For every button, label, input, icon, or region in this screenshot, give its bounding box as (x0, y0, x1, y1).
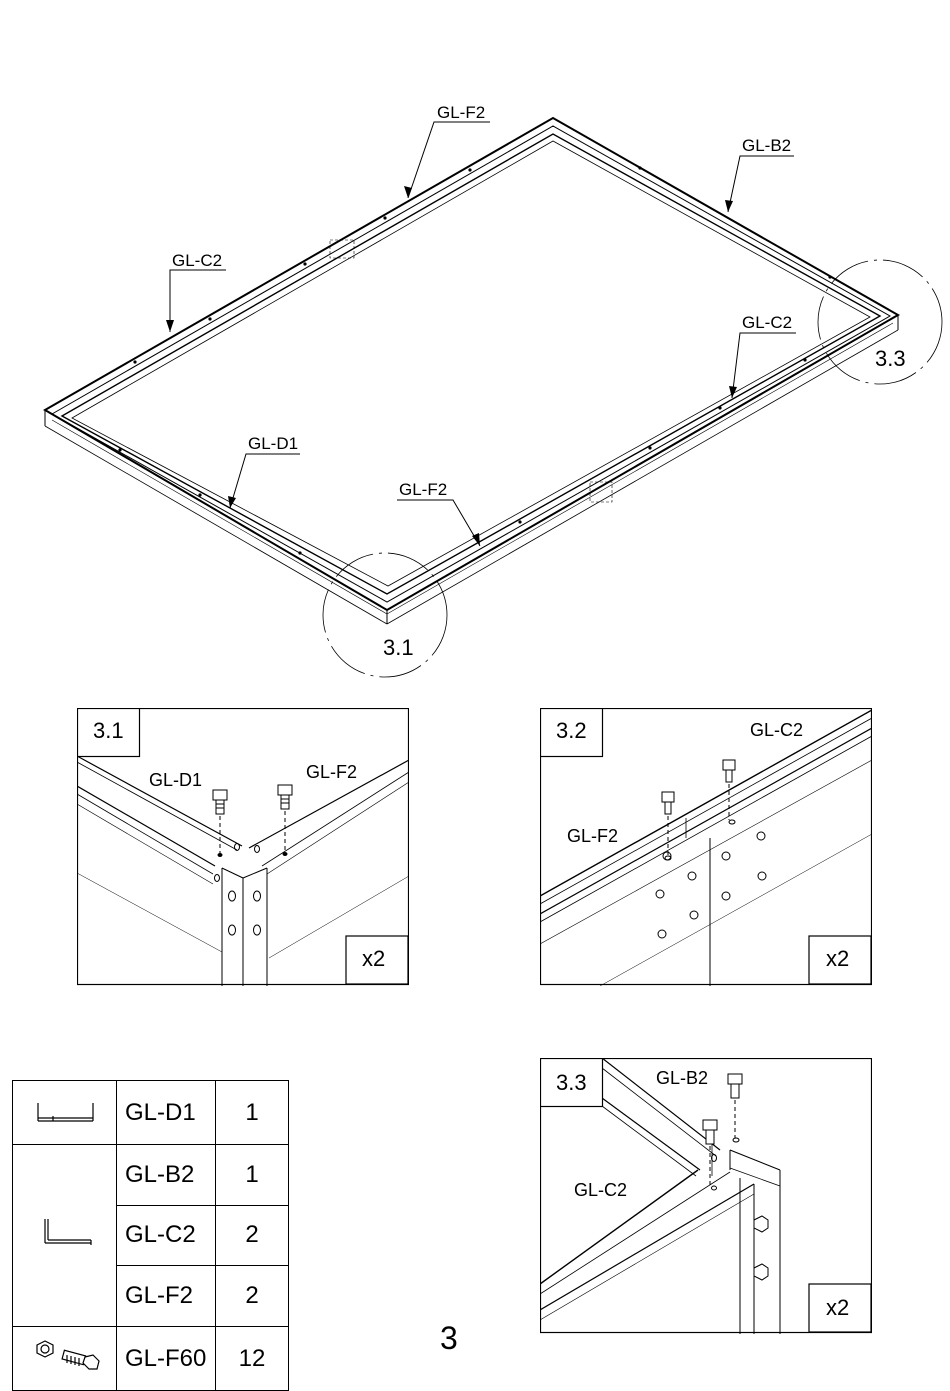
callout-arrowheads (166, 186, 737, 546)
overview-frame-drawing: GL-F2 GL-B2 GL-C2 GL-C2 GL-D1 GL-F2 3.1 … (0, 0, 950, 700)
detail-panel-3-1 (77, 708, 409, 986)
callout-leaders (170, 122, 796, 546)
detail-3-2-label-gl-c2: GL-C2 (750, 720, 803, 741)
detail-3-3-label-gl-b2: GL-B2 (656, 1068, 708, 1089)
callout-gl-c2-left: GL-C2 (172, 251, 222, 270)
detail-3-1-quantity: x2 (362, 946, 385, 972)
parts-table: GL-D1 1 GL-B2 1 GL-C2 2 GL-F2 2 (12, 1080, 289, 1391)
detail-3-2-quantity: x2 (826, 946, 849, 972)
part-quantity: 12 (216, 1327, 289, 1391)
callout-gl-c2-right: GL-C2 (742, 313, 792, 332)
frame-rails (45, 118, 898, 624)
callout-gl-f2-front: GL-F2 (399, 480, 447, 499)
detail-3-2-id: 3.2 (556, 718, 587, 744)
detail-panel-3-2 (540, 708, 872, 986)
detail-3-3-id: 3.3 (556, 1070, 587, 1096)
parts-row-gl-f60: GL-F60 12 (13, 1327, 289, 1391)
part-quantity: 1 (216, 1145, 289, 1206)
rail-bolt-dots (118, 166, 831, 554)
part-code: GL-F2 (117, 1266, 216, 1327)
part-quantity: 1 (216, 1081, 289, 1145)
detail-marker-3-1: 3.1 (383, 635, 414, 660)
callout-gl-f2-top: GL-F2 (437, 103, 485, 122)
part-code: GL-F60 (117, 1327, 216, 1391)
detail-3-1-label-gl-d1: GL-D1 (149, 770, 202, 791)
detail-3-2-label-gl-f2: GL-F2 (567, 826, 618, 847)
nut-and-bolt-icon (13, 1327, 117, 1391)
detail-3-3-quantity: x2 (826, 1295, 849, 1321)
callout-gl-b2: GL-B2 (742, 136, 791, 155)
parts-row-gl-d1: GL-D1 1 (13, 1081, 289, 1145)
part-code: GL-C2 (117, 1205, 216, 1266)
part-code: GL-B2 (117, 1145, 216, 1206)
part-quantity: 2 (216, 1205, 289, 1266)
angle-rail-profile-icon (13, 1145, 117, 1327)
detail-3-1-id: 3.1 (93, 718, 124, 744)
flat-rail-profile-icon (13, 1081, 117, 1145)
page-number: 3 (440, 1320, 458, 1357)
callout-gl-d1: GL-D1 (248, 434, 298, 453)
parts-row-gl-b2: GL-B2 1 (13, 1145, 289, 1206)
detail-3-3-label-gl-c2: GL-C2 (574, 1180, 627, 1201)
detail-marker-3-3: 3.3 (875, 346, 906, 371)
detail-3-1-label-gl-f2: GL-F2 (306, 762, 357, 783)
part-quantity: 2 (216, 1266, 289, 1327)
part-code: GL-D1 (117, 1081, 216, 1145)
